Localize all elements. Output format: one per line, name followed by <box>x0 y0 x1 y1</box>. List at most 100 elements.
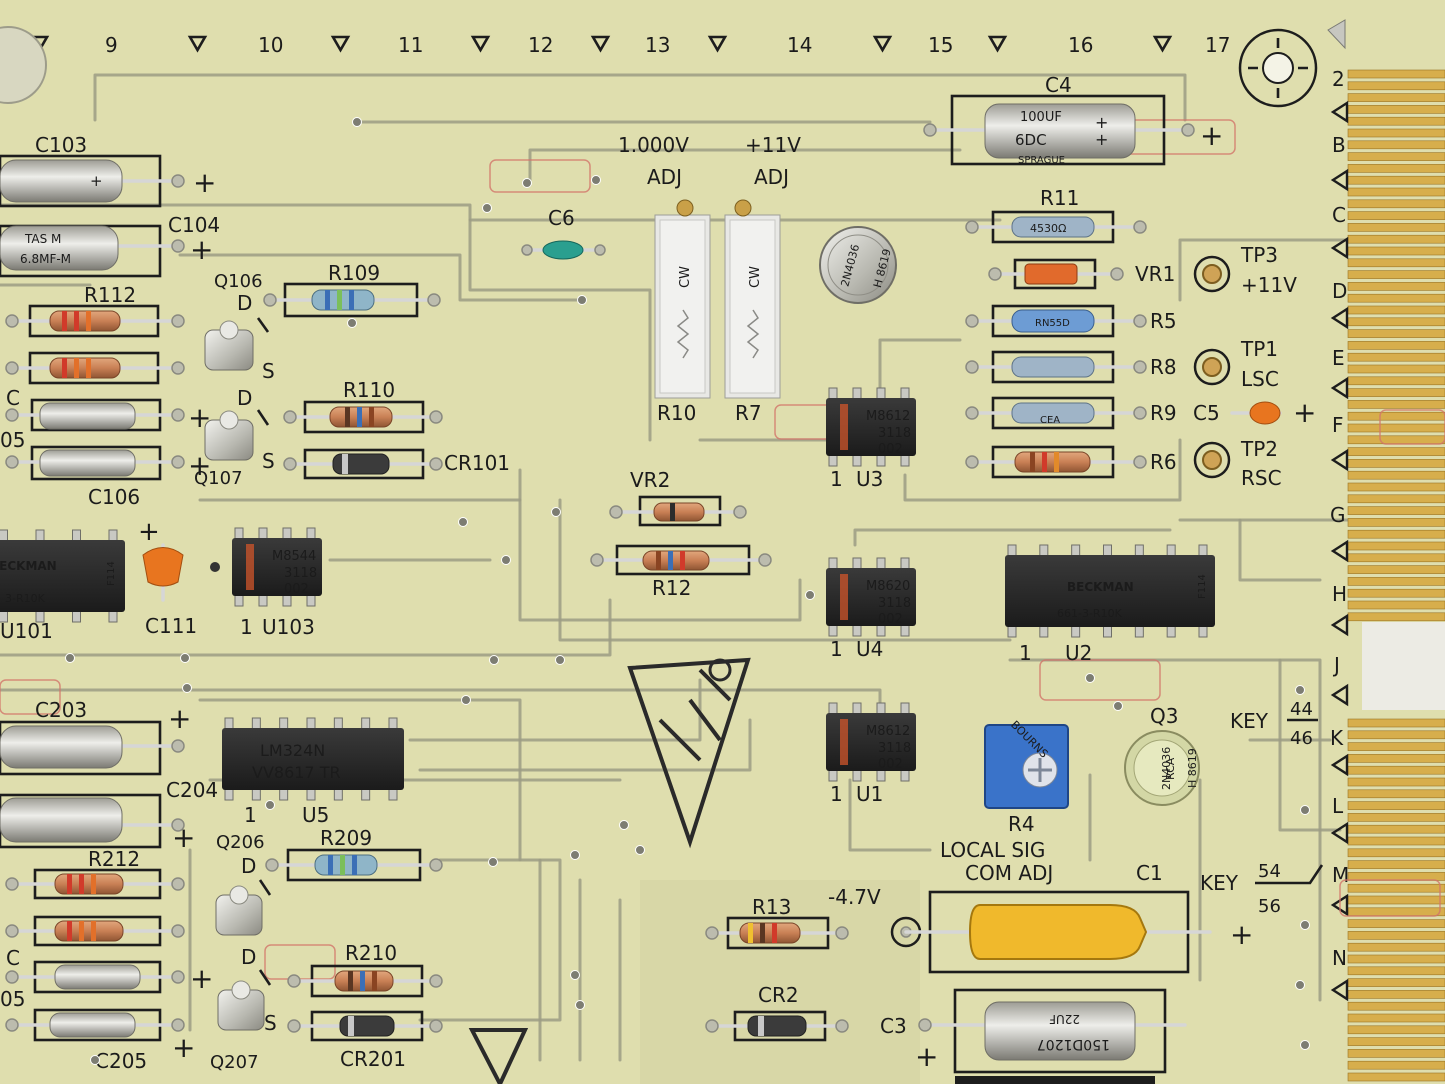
cr1-partial <box>955 1076 1155 1084</box>
edge-pin-f: F <box>1332 413 1344 437</box>
resistor-r6: R6 <box>965 445 1177 479</box>
edge-pin-arrow <box>1330 978 1349 1002</box>
ruler-16: 16 <box>1068 33 1093 57</box>
q206-d: D <box>241 854 256 878</box>
svg-text:+: + <box>190 962 213 995</box>
edge-finger <box>1347 199 1445 209</box>
u103-line1: M8544 <box>272 549 316 564</box>
edge-finger <box>1347 128 1445 138</box>
c3-body-1: 150D1207 <box>1037 1036 1110 1052</box>
capacitor-c111: + C111 <box>138 517 220 638</box>
r8-label: R8 <box>1150 355 1177 379</box>
edge-finger <box>1347 553 1445 563</box>
u101-label: U101 <box>0 619 53 643</box>
r10-label: R10 <box>657 401 696 425</box>
resistor-r8: R8 <box>965 350 1177 384</box>
r9-body: CEA <box>1040 415 1060 426</box>
trimpot-r10: CW R10 <box>654 199 711 425</box>
ic-u1: M8612 3118 002 1 U1 <box>826 702 916 806</box>
r11-label: R11 <box>1040 186 1079 210</box>
via <box>575 1000 585 1010</box>
edge-finger <box>1347 931 1445 940</box>
r209-label: R209 <box>320 826 372 850</box>
q207-d: D <box>241 945 256 969</box>
edge-connector <box>1347 69 1445 1082</box>
via <box>1300 805 1310 815</box>
edge-finger <box>1347 1013 1445 1023</box>
svg-text:+: + <box>1095 130 1108 149</box>
c3-body-2: 22UF <box>1049 1012 1080 1026</box>
via <box>570 970 580 980</box>
q107-d: D <box>237 386 252 410</box>
r5-body: RN55D <box>1035 318 1070 329</box>
q3-body-2: RCA <box>1164 757 1177 780</box>
edge-pin-j: J <box>1332 653 1340 677</box>
ic-u4: M8620 3118 002 1 U4 <box>826 557 916 661</box>
edge-finger <box>1347 718 1445 728</box>
c4-body-3: SPRAGUE <box>1018 155 1065 166</box>
u5-label: U5 <box>302 803 329 827</box>
key-44: 44 <box>1290 699 1313 720</box>
edge-finger <box>1347 482 1445 492</box>
u2-f114: F114 <box>1197 574 1208 599</box>
svg-text:+: + <box>1230 918 1253 951</box>
transistor-q106: Q106 D S <box>204 271 275 383</box>
edge-finger <box>1347 1001 1445 1011</box>
ruler-13: 13 <box>645 33 670 57</box>
q206-label: Q206 <box>216 832 265 853</box>
edge-pin-2: 2 <box>1332 67 1345 91</box>
c111-label: C111 <box>145 614 197 638</box>
u5-line1: LM324N <box>260 741 325 760</box>
q3-body-3: H 8619 <box>1186 748 1199 788</box>
edge-finger <box>1347 187 1445 197</box>
via <box>1295 980 1305 990</box>
edge-finger <box>1347 954 1445 964</box>
edge-finger <box>1347 813 1445 822</box>
capacitor-c4: 100UF 6DC SPRAGUE + + C4 + <box>923 73 1223 166</box>
edge-pin-n: N <box>1332 946 1347 970</box>
edge-finger <box>1347 400 1445 409</box>
edge-finger <box>1347 211 1445 220</box>
capacitor-c204: C204 + <box>0 778 218 854</box>
capacitor-c205a: C 05 + <box>0 946 213 1011</box>
svg-text:+: + <box>172 1031 195 1064</box>
edge-finger <box>1347 459 1445 468</box>
edge-finger <box>1347 305 1445 315</box>
edge-pin-arrow <box>1330 376 1349 400</box>
edge-finger <box>1347 588 1445 598</box>
q3-body-1: 2N4036 <box>1160 747 1173 790</box>
edge-finger <box>1347 541 1445 551</box>
key-54-56: KEY 54 56 <box>1200 861 1324 917</box>
u1-line3: 002 <box>878 757 903 772</box>
cr101-label: CR101 <box>444 451 510 475</box>
edge-finger <box>1347 824 1445 834</box>
transistor-q3: Q3 2N4036 RCA H 8619 <box>1124 704 1200 806</box>
u3-pin1: 1 <box>830 467 843 491</box>
r4-label: R4 <box>1008 812 1035 836</box>
edge-pin-arrow <box>1330 539 1349 563</box>
capacitor-c103: C103 + + <box>0 133 216 208</box>
edge-pin-h: H <box>1332 582 1347 606</box>
u2-pin1: 1 <box>1019 641 1032 665</box>
edge-pin-arrow <box>1330 448 1349 472</box>
edge-finger <box>1347 152 1445 161</box>
edge-finger <box>1347 966 1445 976</box>
test-point-tp2: TP2 RSC <box>1193 437 1282 490</box>
u4-pin1: 1 <box>830 637 843 661</box>
via <box>489 655 499 665</box>
edge-finger <box>1347 105 1445 114</box>
r9-label: R9 <box>1150 401 1177 425</box>
resistor-r110: R110 <box>283 378 443 434</box>
label-adj-2: ADJ <box>754 165 789 189</box>
edge-finger <box>1347 506 1445 515</box>
q106-d: D <box>237 291 252 315</box>
c4-body-1: 100UF <box>1020 110 1062 125</box>
svg-text:+: + <box>138 517 160 547</box>
inspection-triangle-mark <box>468 657 751 1084</box>
edge-finger <box>1347 282 1445 291</box>
ruler-12: 12 <box>528 33 553 57</box>
capacitor-c106: + C106 <box>5 445 211 509</box>
r210-label: R210 <box>345 941 397 965</box>
edge-finger <box>1347 742 1445 751</box>
via <box>1085 673 1095 683</box>
